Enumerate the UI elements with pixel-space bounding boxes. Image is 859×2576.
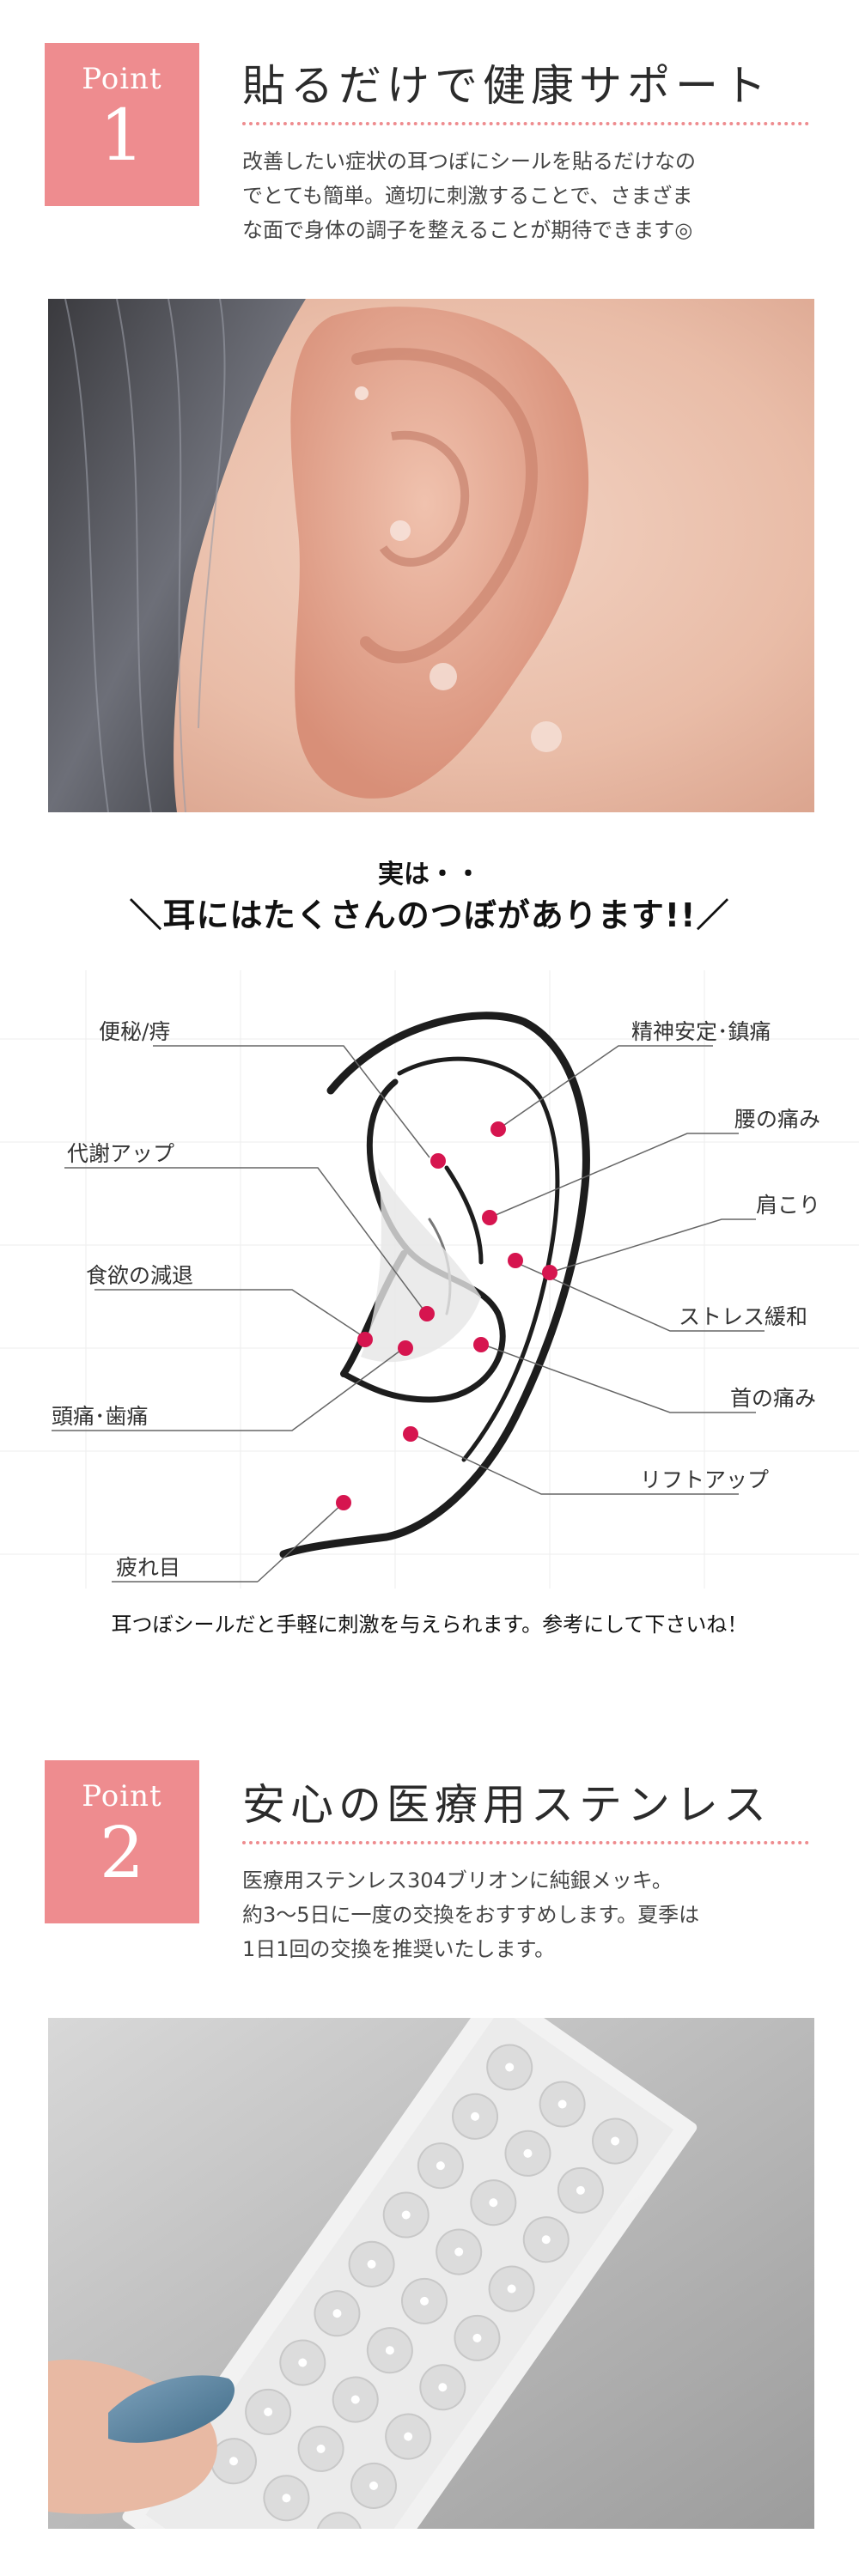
- point-1-desc-line: でとても簡単。適切に刺激することで、さまざま: [242, 184, 693, 208]
- acupoint-dots: [336, 1121, 557, 1510]
- ear-concha-shade: [361, 1168, 481, 1363]
- label-shokuyoku: 食欲の減退: [86, 1263, 193, 1288]
- point-2-desc-line: 約3～5日に一度の交換をおすすめします。夏季は: [242, 1903, 700, 1927]
- point-2-description: 医療用ステンレス304ブリオンに純銀メッキ。 約3～5日に一度の交換をおすすめし…: [242, 1863, 818, 1966]
- point-1-badge-number: 1: [99, 95, 145, 177]
- acupoint-dot: [473, 1337, 489, 1352]
- acupoint-intro-line2: ＼耳にはたくさんのつぼがあります!!／: [129, 896, 730, 934]
- label-kubi: 首の痛み: [730, 1386, 816, 1411]
- point-1-desc-line: な面で身体の調子を整えることが期待できます◎: [242, 218, 693, 242]
- label-koshi: 腰の痛み: [734, 1107, 820, 1132]
- label-zutsu: 頭痛･歯痛: [52, 1404, 149, 1429]
- acupoint-dot: [398, 1340, 413, 1356]
- label-seishin: 精神安定･鎮痛: [631, 1019, 771, 1044]
- point-1-divider: [242, 122, 809, 125]
- point-2-badge-number: 2: [99, 1813, 145, 1894]
- acupoint-dot: [542, 1265, 557, 1280]
- point-1-title: 貼るだけで健康サポート: [242, 61, 771, 111]
- acupoint-dot: [482, 1210, 497, 1225]
- label-katakori: 肩こり: [756, 1193, 820, 1218]
- acupoint-dot: [430, 1153, 446, 1169]
- ear-diagram-svg: 便秘/痔 代謝アップ 食欲の減退 頭痛･歯痛 疲れ目 精神安定･鎮痛 腰の痛み …: [0, 970, 859, 1589]
- point-1-badge-word: Point: [82, 62, 162, 96]
- point-2-desc-line: 1日1回の交換を推奨いたします。: [242, 1937, 556, 1961]
- acupoint-dot: [403, 1426, 418, 1442]
- acupoint-dot: [357, 1332, 373, 1347]
- label-benpi: 便秘/痔: [99, 1019, 170, 1044]
- point-2-desc-line: 医療用ステンレス304ブリオンに純銀メッキ。: [242, 1868, 673, 1893]
- point-2-title: 安心の医療用ステンレス: [242, 1780, 771, 1830]
- point-2-divider: [242, 1841, 809, 1844]
- point-2-section: Point 2 安心の医療用ステンレス 医療用ステンレス304ブリオンに純銀メッ…: [0, 1752, 859, 2026]
- label-stress: ストレス緩和: [679, 1304, 807, 1329]
- acupoint-intro-line1: 実は・・: [378, 860, 481, 890]
- ear-acupoint-diagram: 便秘/痔 代謝アップ 食欲の減退 頭痛･歯痛 疲れ目 精神安定･鎮痛 腰の痛み …: [0, 970, 859, 1589]
- leader-lines: [52, 1045, 765, 1583]
- label-tsukareme: 疲れ目: [116, 1555, 180, 1580]
- sticker-sheet-photo: [48, 2018, 814, 2529]
- acupoint-dot: [490, 1121, 506, 1137]
- point-1-desc-line: 改善したい症状の耳つぼにシールを貼るだけなの: [242, 149, 696, 173]
- ear-photo-illustration: [48, 299, 814, 812]
- point-1-badge: Point 1: [45, 43, 199, 206]
- label-taisha: 代謝アップ: [67, 1141, 174, 1166]
- acupoint-caption: 耳つぼシールだと手軽に刺激を与えられます。参考にして下さいね！: [111, 1613, 748, 1637]
- point-1-description: 改善したい症状の耳つぼにシールを貼るだけなの でとても簡単。適切に刺激することで…: [242, 144, 818, 247]
- point-2-badge: Point 2: [45, 1760, 199, 1923]
- acupoint-dot: [419, 1306, 435, 1321]
- acupoint-dot: [336, 1495, 351, 1510]
- acupoint-dot: [508, 1253, 523, 1268]
- point-1-section: Point 1 貼るだけで健康サポート 改善したい症状の耳つぼにシールを貼るだけ…: [0, 0, 859, 283]
- point-2-badge-word: Point: [82, 1779, 162, 1814]
- ear-photo: [48, 299, 814, 812]
- sticker-sheet-illustration: [48, 2018, 814, 2529]
- label-lift: リフトアップ: [640, 1467, 769, 1492]
